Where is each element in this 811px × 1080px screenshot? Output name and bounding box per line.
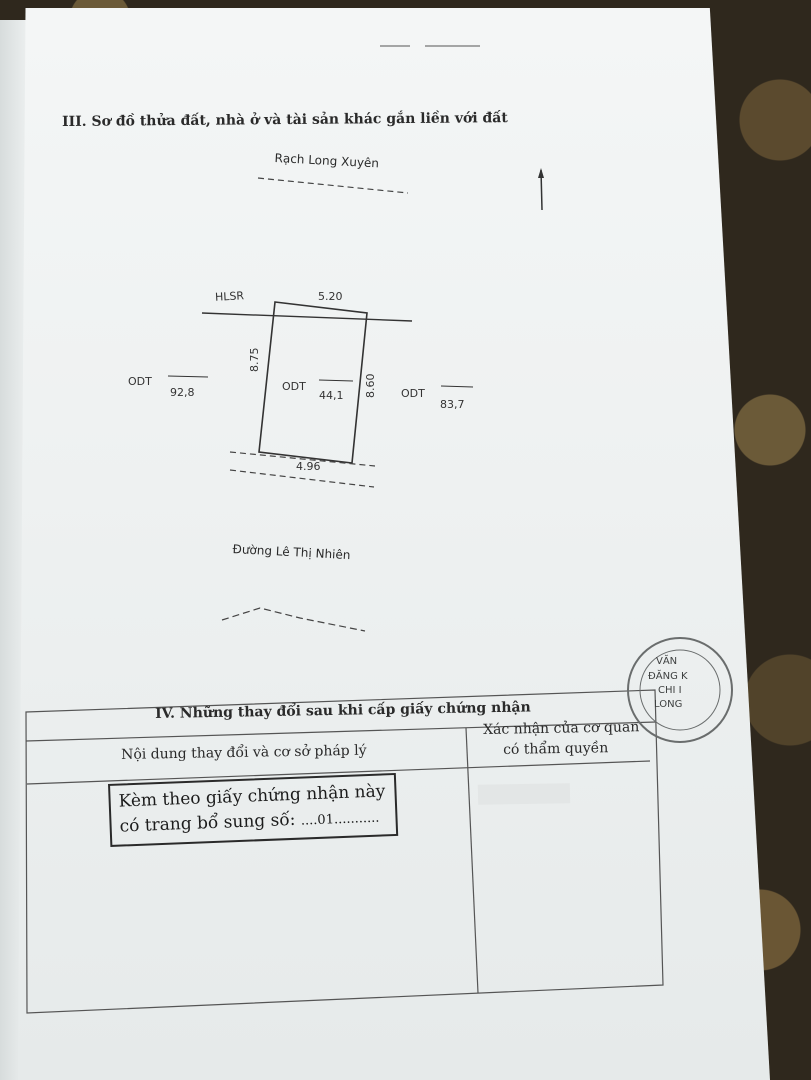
plot-polygon	[258, 301, 368, 464]
center-land-type: ODT	[282, 380, 306, 393]
seal-text-line: VĂN	[656, 656, 678, 667]
west-land-area: 92,8	[170, 386, 195, 399]
top-edge-length: 5.20	[318, 290, 343, 303]
plot-bottom-dash	[229, 451, 376, 467]
certificate-page	[18, 8, 770, 1080]
bottom-edge-length: 4.96	[296, 460, 321, 473]
hlsr-line	[201, 312, 413, 322]
plot-bottom-dash	[229, 469, 375, 488]
changes-table	[25, 689, 664, 1014]
supplement-page-number: ....01...........	[300, 810, 380, 829]
hlsr-label: HLSR	[214, 289, 245, 304]
road-line	[221, 607, 366, 632]
column-header-authority-line2: có thẩm quyền	[503, 740, 609, 758]
canal-line	[257, 177, 409, 194]
seal-text-line: LONG	[654, 699, 683, 710]
official-seal	[627, 637, 733, 743]
right-edge-length: 8.60	[364, 373, 377, 399]
redacted-area	[477, 783, 571, 805]
east-fraction-bar	[440, 385, 474, 388]
west-fraction-bar	[167, 375, 209, 378]
supplement-stamp: Kèm theo giấy chứng nhận này có trang bổ…	[108, 772, 399, 847]
center-fraction-bar	[318, 379, 354, 382]
east-land-area: 83,7	[440, 398, 465, 411]
north-arrow-head-icon	[538, 168, 544, 178]
table-border	[25, 689, 664, 1014]
left-edge-length: 8.75	[248, 347, 261, 373]
stamp-line2-prefix: có trang bổ sung số:	[119, 809, 302, 837]
table-column-line	[465, 727, 479, 994]
column-header-authority-line1: Xác nhận của cơ quan	[483, 719, 640, 738]
table-row-line	[26, 760, 651, 785]
west-land-type: ODT	[128, 375, 152, 388]
seal-text-line: CHI I	[658, 685, 682, 696]
table-row-line	[25, 721, 657, 742]
seal-text-line: ĐĂNG K	[648, 671, 688, 682]
center-land-area: 44,1	[319, 389, 344, 402]
east-land-type: ODT	[401, 387, 425, 400]
